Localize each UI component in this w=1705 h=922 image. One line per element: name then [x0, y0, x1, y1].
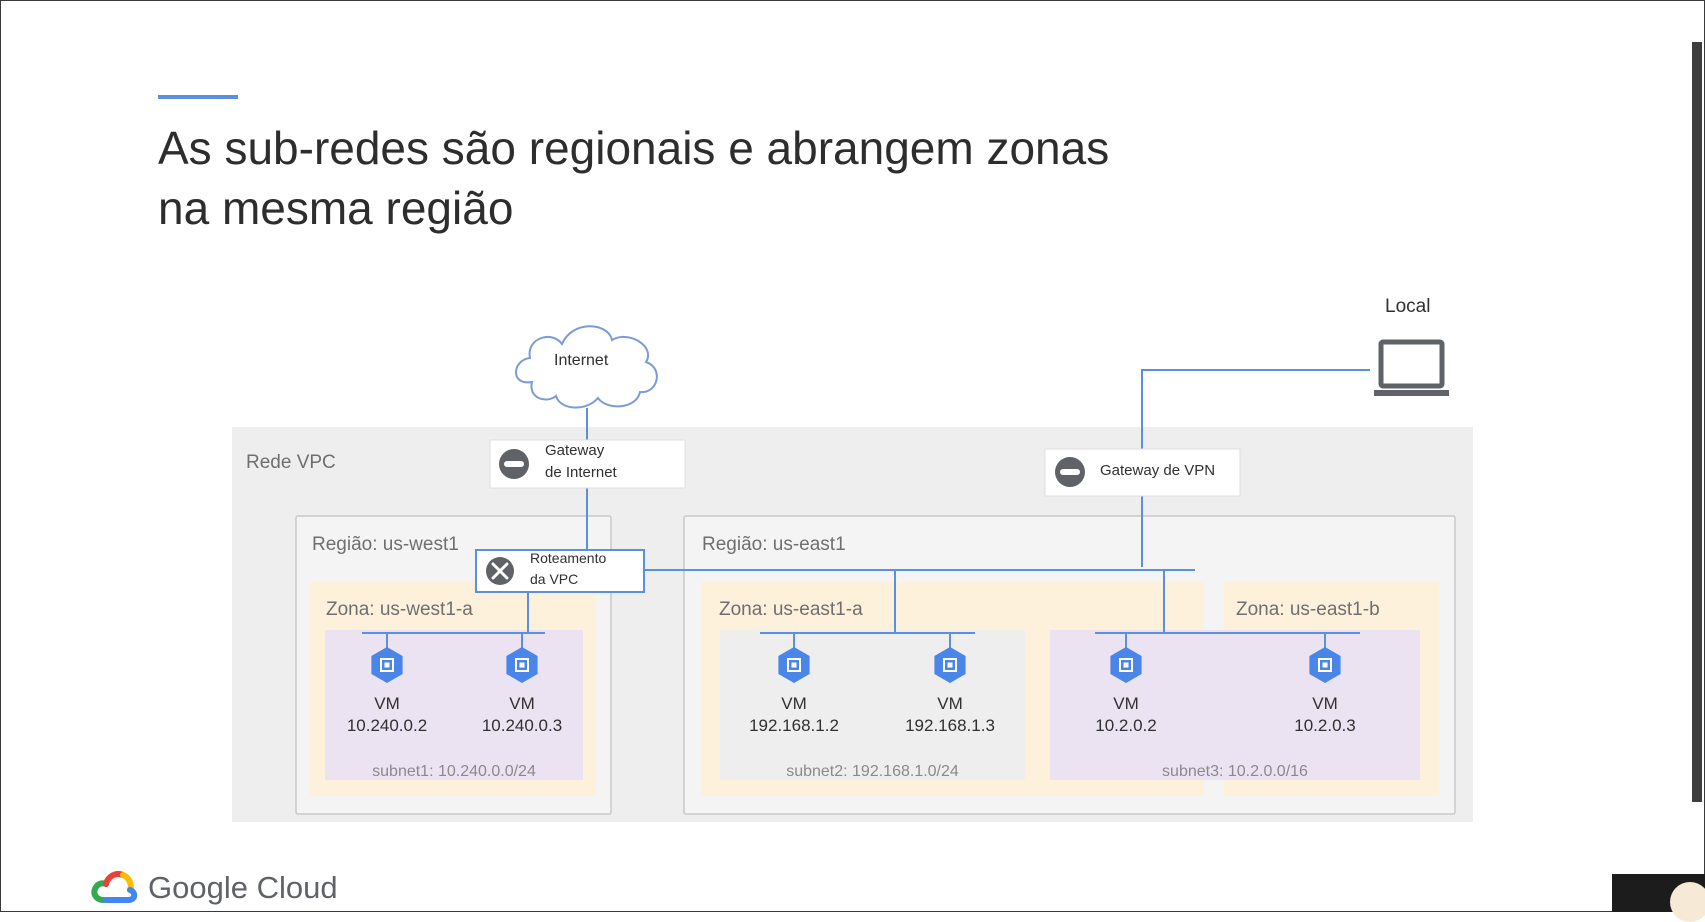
subnet2-box — [720, 630, 1025, 780]
vm-ip: 10.240.0.3 — [481, 716, 563, 735]
vm-name: VM — [509, 694, 535, 713]
vm-icon — [506, 647, 538, 683]
vm-ip: 192.168.1.3 — [905, 716, 995, 735]
vm-ip: 10.2.0.2 — [1095, 716, 1157, 735]
vm-icon — [371, 647, 403, 683]
google-cloud-wordmark: Google Cloud — [148, 870, 338, 905]
subnet-label: subnet3: 10.2.0.0/16 — [1162, 763, 1308, 780]
internet-gateway-label-line1: Gateway — [545, 442, 605, 459]
presenter-avatar — [1670, 882, 1705, 922]
vm-icon — [1110, 647, 1142, 683]
region-label-us-west1: Região: us-west1 — [312, 534, 459, 555]
internet-cloud-icon — [515, 325, 658, 409]
vm-name: VM — [374, 694, 400, 713]
vm-icon — [778, 647, 810, 683]
right-edge-bar — [1692, 42, 1702, 802]
vm-ip: 10.2.0.3 — [1294, 716, 1356, 735]
vm-ip: 192.168.1.2 — [749, 716, 839, 735]
local-label: Local — [1385, 296, 1431, 317]
vpn-gateway-label: Gateway de VPN — [1100, 462, 1216, 479]
vpc-routing-label-line1: Roteamento — [530, 550, 607, 566]
vm-icons — [371, 647, 1341, 683]
vm-name: VM — [937, 694, 963, 713]
slide-title: As sub-redes são regionais e abrangem zo… — [158, 122, 1110, 234]
zone-label-us-east1-b: Zona: us-east1-b — [1236, 599, 1380, 620]
zone-label-us-east1-a: Zona: us-east1-a — [719, 599, 863, 620]
vm-name: VM — [781, 694, 807, 713]
laptop-icon — [1374, 339, 1449, 396]
vm-ip: 10.240.0.2 — [346, 716, 428, 735]
title-accent-rule — [158, 95, 238, 99]
subnet1-box — [325, 630, 583, 780]
google-cloud-logo-icon — [91, 871, 138, 903]
internet-gateway-label-line2: de Internet — [545, 464, 617, 481]
subnet-label: subnet2: 192.168.1.0/24 — [786, 763, 959, 780]
vpn-gateway-icon — [1055, 457, 1085, 487]
internet-label: Internet — [554, 352, 609, 369]
vpc-routing-icon — [486, 557, 514, 585]
vpc-routing-label-line2: da VPC — [530, 571, 579, 587]
vm-name: VM — [1312, 694, 1338, 713]
connection-lines — [362, 369, 1370, 648]
zone-label-us-west1-a: Zona: us-west1-a — [326, 599, 473, 620]
subnet-label: subnet1: 10.240.0.0/24 — [372, 763, 536, 780]
region-label-us-east1: Região: us-east1 — [702, 534, 846, 555]
vm-icon — [1309, 647, 1341, 683]
vpc-network-label: Rede VPC — [246, 452, 336, 473]
vm-name: VM — [1113, 694, 1139, 713]
subnet3-box — [1050, 630, 1420, 780]
internet-gateway-icon — [499, 449, 529, 479]
vm-icon — [934, 647, 966, 683]
